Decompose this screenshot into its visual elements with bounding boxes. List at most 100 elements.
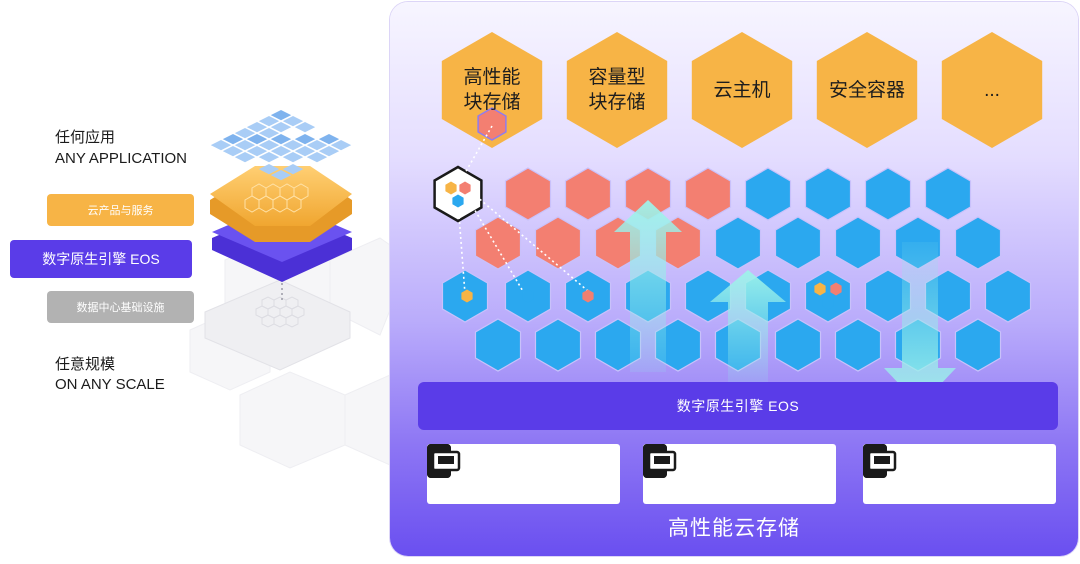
- connector-lines: [457, 125, 589, 295]
- app-tile: [258, 152, 280, 163]
- app-tile: [282, 152, 304, 163]
- app-tile: [210, 140, 232, 151]
- app-tile: [234, 140, 256, 151]
- app-tile: [270, 146, 292, 157]
- app-tile: [270, 110, 292, 121]
- module-high-perf-block-storage: 高性能块存储: [463, 67, 521, 113]
- hex-grid-diagram: [433, 32, 1043, 406]
- network-card-icon: [428, 448, 461, 475]
- datacenter-layer: [204, 279, 351, 371]
- app-tile: [318, 146, 340, 157]
- app-tile: [282, 116, 304, 127]
- blue-hexagon: [774, 216, 822, 270]
- blue-hexagon: [684, 269, 732, 323]
- module-secure-container: 安全容器: [828, 79, 905, 101]
- cloud-products-label: 云产品与服务: [47, 194, 194, 226]
- selected-node-hexagon: [433, 165, 483, 223]
- app-tile: [294, 146, 316, 157]
- app-tile: [246, 134, 268, 145]
- blue-hexagon: [864, 167, 912, 221]
- app-tile: [270, 170, 292, 181]
- app-tile: [294, 134, 316, 145]
- module-hexagons: [441, 32, 1043, 148]
- blue-hexagon: [954, 216, 1002, 270]
- module-hexagon: [816, 32, 918, 148]
- app-tile: [270, 122, 292, 133]
- module-hexagon: [441, 32, 543, 148]
- data-block-dot: [459, 181, 471, 195]
- application-tiles: [210, 110, 352, 181]
- disk-group-1: SSDSSD: [427, 444, 620, 504]
- left-illustration: 任何应用 ANY APPLICATION 云产品与服务 数字原生引擎 EOS 数…: [0, 0, 391, 559]
- coral-hexagon: [534, 216, 582, 270]
- any-application-en: ANY APPLICATION: [55, 150, 187, 167]
- any-scale-cn: 任意规模: [55, 356, 116, 373]
- app-tile: [222, 146, 244, 157]
- products-layer: [210, 166, 352, 242]
- app-tile: [258, 140, 280, 151]
- module-hexagon: [566, 32, 668, 148]
- data-block-dot: [814, 282, 826, 296]
- disk-group-2: SSDSSD: [643, 444, 836, 504]
- storage-title: 高性能云存储: [668, 517, 800, 540]
- data-block-dot: [445, 181, 457, 195]
- blue-hexagon: [474, 318, 522, 372]
- coral-hexagon: [504, 167, 552, 221]
- data-block-dot: [461, 289, 473, 303]
- any-application-cn: 任何应用: [55, 129, 116, 146]
- module-hexagon: [941, 32, 1043, 148]
- app-tile: [234, 152, 256, 163]
- source-block-hexagon: [477, 107, 507, 141]
- app-tile: [282, 164, 304, 175]
- blue-hexagon: [714, 216, 762, 270]
- module-hexagon: [691, 32, 793, 148]
- blue-hexagon: [744, 167, 792, 221]
- coral-hexagon: [564, 167, 612, 221]
- arrow-up-icon: [710, 270, 786, 382]
- stack-illustration: [189, 110, 391, 469]
- app-tile: [330, 140, 352, 151]
- app-tile: [258, 128, 280, 139]
- app-tile: [246, 146, 268, 157]
- blue-hexagon: [984, 269, 1032, 323]
- data-block-dot: [830, 282, 842, 296]
- app-tile: [306, 140, 328, 151]
- module-capacity-block-storage: 容量型块存储: [588, 67, 646, 113]
- coral-hexagon: [474, 216, 522, 270]
- app-tile: [246, 122, 268, 133]
- blue-hexagon: [924, 167, 972, 221]
- data-block-dot: [452, 194, 464, 208]
- blue-hexagon: [774, 318, 822, 372]
- app-tile: [258, 116, 280, 127]
- blue-hexagon: [834, 318, 882, 372]
- app-tile: [270, 134, 292, 145]
- network-card-icon: [864, 448, 897, 475]
- data-block-dot: [582, 289, 594, 303]
- disk-group-3: SSDSSD: [863, 444, 1056, 504]
- engine-bar: 数字原生引擎 EOS: [418, 382, 1058, 430]
- app-tile: [234, 128, 256, 139]
- arrow-down-icon: [884, 242, 956, 406]
- blue-hexagon: [804, 269, 852, 323]
- app-tile: [306, 152, 328, 163]
- module-more: ...: [984, 79, 1000, 101]
- engine-label: 数字原生引擎 EOS: [10, 240, 192, 278]
- app-tile: [222, 134, 244, 145]
- data-block-dot: [822, 296, 834, 310]
- arrow-up-icon: [614, 200, 682, 372]
- any-scale-en: ON ANY SCALE: [55, 376, 165, 393]
- blue-hexagon: [834, 216, 882, 270]
- blue-hexagon: [804, 167, 852, 221]
- app-tile: [258, 164, 280, 175]
- data-block-dots: [445, 181, 842, 310]
- app-tile: [294, 122, 316, 133]
- blue-hexagon: [954, 318, 1002, 372]
- app-tile: [318, 134, 340, 145]
- blue-hexagon: [534, 318, 582, 372]
- network-card-icon: [644, 448, 677, 475]
- module-cloud-host: 云主机: [713, 79, 771, 101]
- data-block-dot: [522, 289, 534, 303]
- app-tile: [282, 140, 304, 151]
- coral-hexagon: [684, 167, 732, 221]
